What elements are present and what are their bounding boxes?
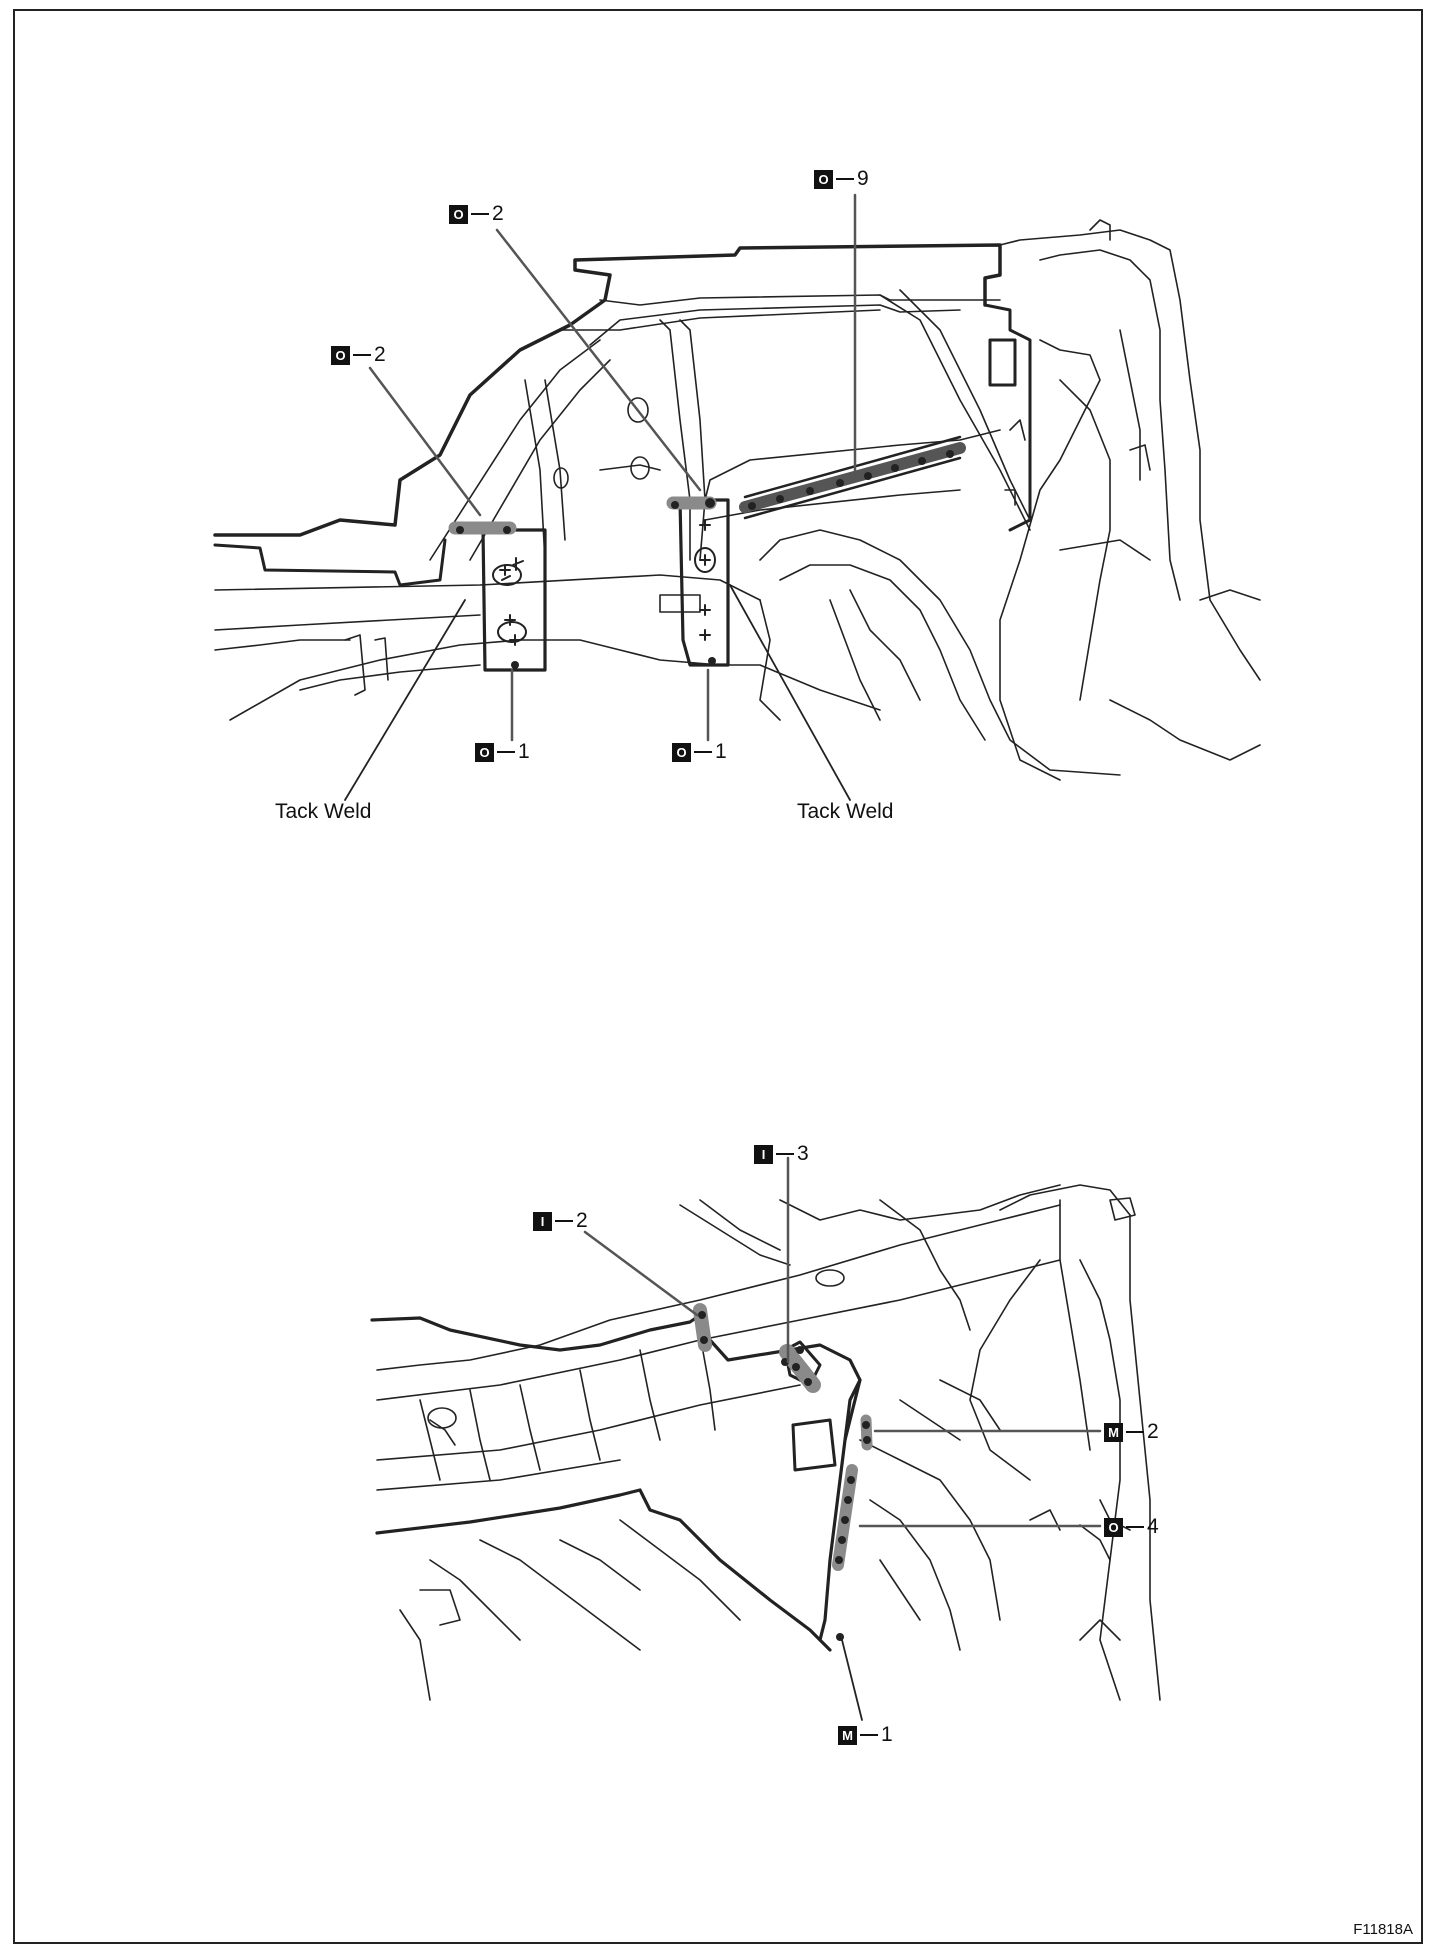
figure-code: F11818A	[1353, 1921, 1413, 1938]
upper-body-view	[213, 219, 1261, 781]
lower-body-view	[370, 1184, 1161, 1701]
callout-count: 2	[492, 202, 504, 225]
weld-symbol-icon: O	[449, 204, 468, 224]
weld-symbol-icon: O	[331, 345, 350, 365]
weld-symbol-icon: M	[838, 1725, 857, 1745]
upper-weld-zones	[448, 435, 966, 535]
callout-count: 3	[797, 1142, 809, 1165]
callout-count: 1	[881, 1723, 893, 1746]
lower-weld-zones	[693, 1303, 873, 1571]
callout-count: 4	[1147, 1515, 1159, 1538]
weld-symbol-icon: I	[754, 1144, 773, 1164]
weld-symbol-icon: M	[1104, 1422, 1123, 1442]
upper-spot-marks	[492, 519, 716, 646]
weld-symbol-icon: O	[814, 169, 833, 189]
lower-weld-dots	[698, 1311, 871, 1641]
lower-leader-lines	[583, 1156, 1102, 1721]
weld-symbol-icon: O	[475, 742, 494, 762]
callout-count: 2	[1147, 1420, 1159, 1443]
callout-count: 2	[576, 1209, 588, 1232]
callout-count: 1	[518, 740, 530, 763]
callout-count: 9	[857, 167, 869, 190]
upper-leader-lines	[344, 193, 857, 801]
callout-count: 2	[374, 343, 386, 366]
weld-symbol-icon: O	[672, 742, 691, 762]
tack-weld-label-right: Tack Weld	[797, 800, 894, 823]
upper-weld-dots	[456, 450, 954, 669]
callout-count: 1	[715, 740, 727, 763]
weld-symbol-icon: I	[533, 1211, 552, 1231]
weld-symbol-icon: O	[1104, 1517, 1123, 1537]
tack-weld-label-left: Tack Weld	[275, 800, 372, 823]
diagram-frame	[13, 9, 1423, 1944]
